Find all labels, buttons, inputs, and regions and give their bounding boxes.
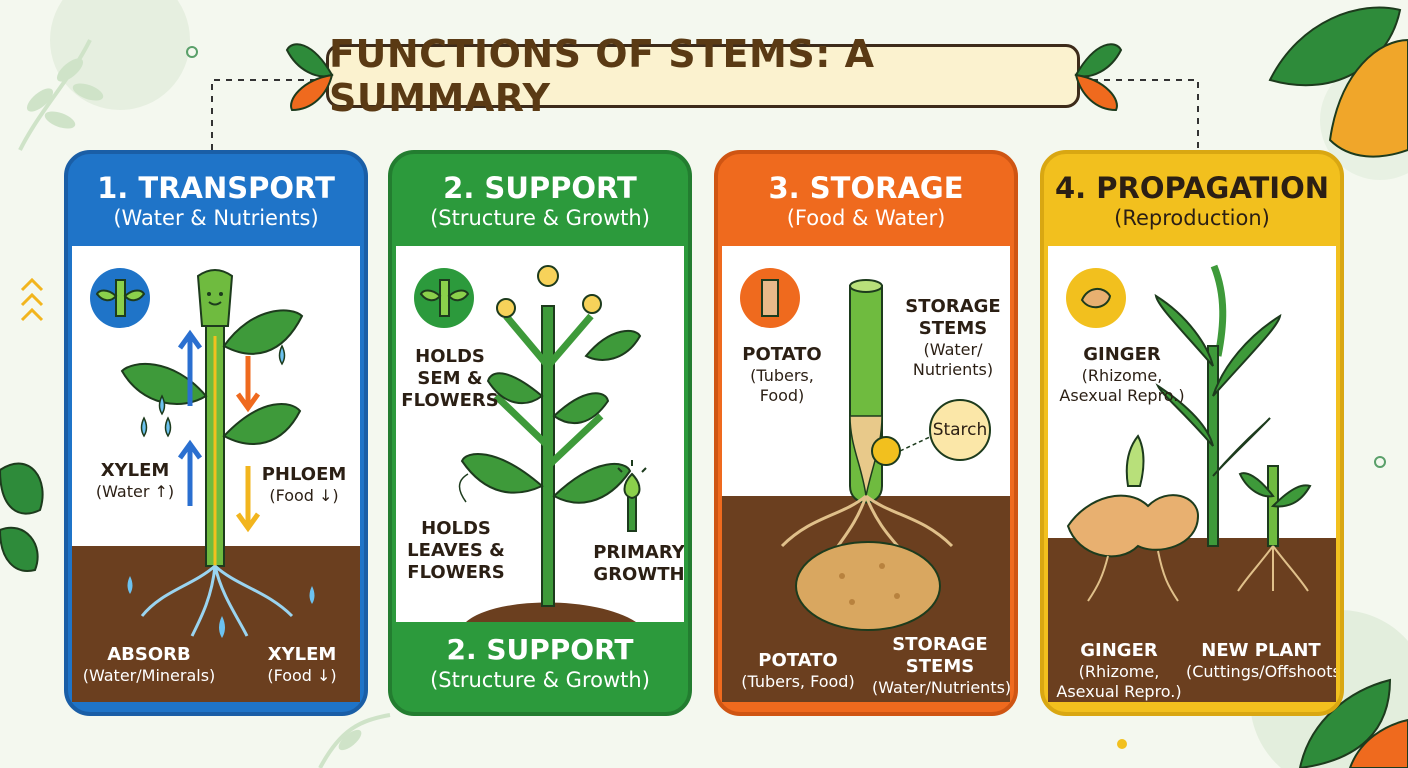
card-storage-header: 3. STORAGE (Food & Water) [718, 154, 1014, 248]
label-xylem-food: XYLEM(Food ↓) [267, 644, 337, 685]
title-banner: FUNCTIONS OF STEMS: A SUMMARY [326, 32, 1080, 120]
card-propagation-title: 4. PROPAGATION [1054, 171, 1330, 205]
card-propagation-subtitle: (Reproduction) [1114, 206, 1270, 230]
label-storage-top: STORAGE STEMS(Water/ Nutrients) [905, 296, 1001, 379]
label-holds-sem: HOLDS SEM & FLOWERS [401, 346, 499, 411]
support-plant-illustration [414, 265, 647, 622]
card-support-footer-subtitle: (Structure & Growth) [430, 668, 650, 692]
card-storage-illustration: POTATO(Tubers, Food) STORAGE STEMS(Water… [722, 246, 1010, 702]
card-support: 2. SUPPORT (Structure & Growth) [388, 150, 692, 716]
card-support-footer-title: 2. SUPPORT [446, 633, 634, 666]
card-transport-illustration: XYLEM(Water ↑) PHLOEM(Food ↓) ABSORB(Wat… [72, 246, 360, 702]
label-holds-leaves: HOLDS LEAVES & FLOWERS [407, 518, 505, 583]
card-storage-title: 3. STORAGE [768, 171, 964, 205]
page-title: FUNCTIONS OF STEMS: A SUMMARY [329, 32, 875, 120]
label-primary-growth: PRIMARY GROWTH [593, 542, 684, 585]
card-propagation-illustration: GINGER(Rhizome, Asexual Repro.) GINGER(R… [1048, 246, 1336, 702]
card-transport: 1. TRANSPORT (Water & Nutrients) [64, 150, 368, 716]
card-transport-title: 1. TRANSPORT [97, 171, 335, 205]
label-phloem: PHLOEM(Food ↓) [261, 464, 347, 505]
storage-potato-illustration [722, 268, 1010, 702]
title-left-leaves [285, 43, 334, 112]
card-transport-subtitle: (Water & Nutrients) [113, 206, 319, 230]
label-new-plant: NEW PLANT(Cuttings/Offshoots) [1186, 640, 1336, 681]
card-support-title: 2. SUPPORT [443, 171, 637, 205]
label-storage-bottom: STORAGE STEMS(Water/Nutrients) [872, 634, 1010, 697]
label-potato-bottom: POTATO(Tubers, Food) [741, 650, 855, 691]
title-right-leaves [1074, 43, 1123, 112]
label-ginger-top: GINGER(Rhizome, Asexual Repro.) [1059, 344, 1185, 405]
card-propagation: 4. PROPAGATION (Reproduction) [1040, 150, 1344, 716]
label-ginger-bottom: GINGER(Rhizome, Asexual Repro.) [1056, 640, 1182, 701]
card-support-illustration: HOLDS SEM & FLOWERS HOLDS LEAVES & FLOWE… [396, 246, 684, 622]
label-absorb: ABSORB(Water/Minerals) [82, 644, 216, 685]
label-potato-top: POTATO(Tubers, Food) [742, 344, 822, 405]
card-storage-subtitle: (Food & Water) [786, 206, 946, 230]
card-support-footer: 2. SUPPORT (Structure & Growth) [392, 634, 688, 694]
label-xylem: XYLEM(Water ↑) [95, 460, 175, 501]
card-storage: 3. STORAGE (Food & Water) [714, 150, 1018, 716]
propagation-ginger-illustration [1048, 264, 1336, 702]
card-support-header: 2. SUPPORT (Structure & Growth) [392, 154, 688, 248]
card-propagation-header: 4. PROPAGATION (Reproduction) [1044, 154, 1340, 248]
label-starch: Starch [932, 420, 988, 440]
card-support-subtitle: (Structure & Growth) [430, 206, 650, 230]
card-transport-header: 1. TRANSPORT (Water & Nutrients) [68, 154, 364, 248]
transport-plant-illustration [72, 268, 360, 702]
